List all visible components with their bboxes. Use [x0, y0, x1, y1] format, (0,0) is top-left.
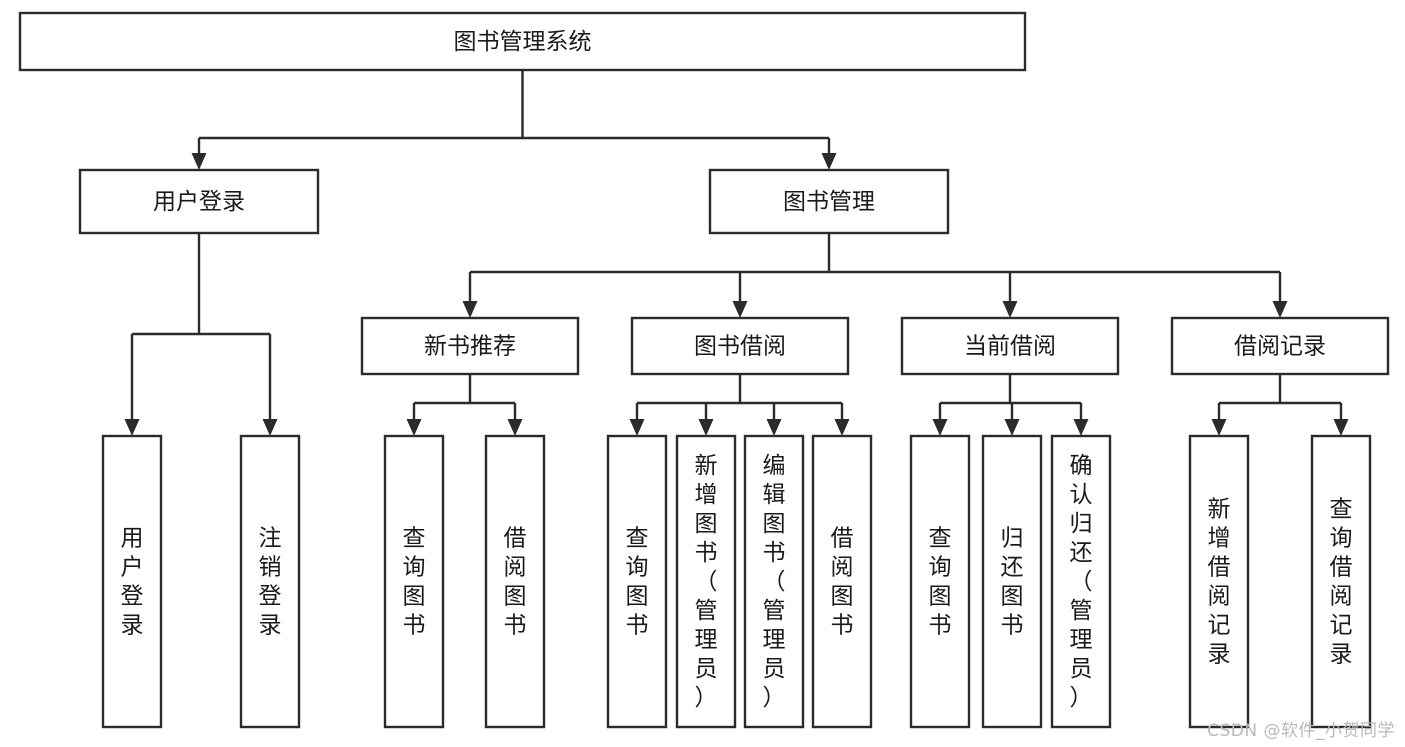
- node-label: 新书推荐: [424, 334, 516, 360]
- node-box[interactable]: [909, 434, 971, 729]
- node-label: 查询借阅记录: [1330, 497, 1353, 668]
- node-box[interactable]: [708, 168, 950, 235]
- borrow-leaves-arrow-0: [629, 419, 645, 436]
- node-label: 用户登录: [153, 189, 245, 215]
- current-leaves-arrow-1: [1004, 419, 1020, 436]
- bookmgmt-to-level2-arrow-2: [1002, 301, 1018, 318]
- node-label: 确认归还（管理员）: [1070, 453, 1093, 711]
- node-label: 查询图书: [626, 526, 649, 639]
- userlogin-leaves-arrow-0: [124, 419, 140, 436]
- node-box[interactable]: [383, 434, 445, 729]
- record-leaves-arrow-1: [1333, 419, 1349, 436]
- node-leaf-新增图书管理员[interactable]: 新增图书（管理员）: [675, 434, 737, 729]
- node-label: 新增借阅记录: [1208, 497, 1231, 668]
- node-layer: 图书管理系统用户登录图书管理新书推荐图书借阅当前借阅借阅记录用户登录注销登录查询…: [18, 11, 1390, 729]
- current-leaves-arrow-0: [932, 419, 948, 436]
- node-label: 借阅图书: [504, 526, 527, 639]
- node-box[interactable]: [239, 434, 301, 729]
- node-box[interactable]: [1170, 316, 1390, 376]
- node-leaf-确认归还管理员[interactable]: 确认归还（管理员）: [1050, 434, 1112, 729]
- node-label: 编辑图书（管理员）: [763, 453, 786, 711]
- node-label: 注销登录: [259, 526, 282, 639]
- node-leaf-查询图书[interactable]: 查询图书: [606, 434, 668, 729]
- node-label: 借阅图书: [831, 526, 854, 639]
- node-label: 查询图书: [403, 526, 426, 639]
- node-box[interactable]: [1188, 434, 1250, 729]
- node-box[interactable]: [1050, 434, 1112, 729]
- node-box[interactable]: [18, 11, 1027, 72]
- node-box[interactable]: [981, 434, 1043, 729]
- current-leaves-arrow-2: [1073, 419, 1089, 436]
- node-leaf-注销登录[interactable]: 注销登录: [239, 434, 301, 729]
- node-leaf-查询图书[interactable]: 查询图书: [909, 434, 971, 729]
- record-leaves-arrow-0: [1211, 419, 1227, 436]
- bookmgmt-to-level2-arrow-0: [462, 301, 478, 318]
- bookmgmt-to-level2-arrow-1: [732, 301, 748, 318]
- connector-layer: [124, 70, 1349, 436]
- node-level1-图书管理[interactable]: 图书管理: [708, 168, 950, 235]
- node-box[interactable]: [743, 434, 805, 729]
- userlogin-leaves-arrow-1: [262, 419, 278, 436]
- node-box[interactable]: [101, 434, 163, 729]
- newbook-leaves-arrow-1: [507, 419, 523, 436]
- node-box[interactable]: [484, 434, 546, 729]
- node-label: 查询图书: [929, 526, 952, 639]
- node-label: 借阅记录: [1234, 334, 1326, 360]
- node-box[interactable]: [630, 316, 850, 376]
- node-label: 图书借阅: [694, 334, 786, 360]
- root-to-level1-arrow-1: [821, 153, 837, 170]
- borrow-leaves-arrow-2: [766, 419, 782, 436]
- node-box[interactable]: [811, 434, 873, 729]
- node-box[interactable]: [675, 434, 737, 729]
- node-leaf-编辑图书管理员[interactable]: 编辑图书（管理员）: [743, 434, 805, 729]
- node-level2-图书借阅[interactable]: 图书借阅: [630, 316, 850, 376]
- node-level1-用户登录[interactable]: 用户登录: [78, 168, 320, 235]
- node-leaf-借阅图书[interactable]: 借阅图书: [484, 434, 546, 729]
- newbook-leaves-arrow-0: [406, 419, 422, 436]
- node-leaf-归还图书[interactable]: 归还图书: [981, 434, 1043, 729]
- node-leaf-新增借阅记录[interactable]: 新增借阅记录: [1188, 434, 1250, 729]
- node-leaf-查询借阅记录[interactable]: 查询借阅记录: [1310, 434, 1372, 729]
- node-box[interactable]: [78, 168, 320, 235]
- node-leaf-借阅图书[interactable]: 借阅图书: [811, 434, 873, 729]
- node-label: 当前借阅: [964, 334, 1056, 360]
- node-root-图书管理系统[interactable]: 图书管理系统: [18, 11, 1027, 72]
- node-level2-借阅记录[interactable]: 借阅记录: [1170, 316, 1390, 376]
- node-box[interactable]: [1310, 434, 1372, 729]
- node-box[interactable]: [606, 434, 668, 729]
- node-leaf-查询图书[interactable]: 查询图书: [383, 434, 445, 729]
- borrow-leaves-arrow-3: [834, 419, 850, 436]
- root-to-level1-arrow-0: [191, 153, 207, 170]
- node-label: 图书管理: [783, 189, 875, 215]
- node-level2-当前借阅[interactable]: 当前借阅: [900, 316, 1120, 376]
- node-label: 用户登录: [121, 526, 144, 639]
- node-box[interactable]: [900, 316, 1120, 376]
- borrow-leaves-arrow-1: [698, 419, 714, 436]
- node-level2-新书推荐[interactable]: 新书推荐: [360, 316, 580, 376]
- node-leaf-用户登录[interactable]: 用户登录: [101, 434, 163, 729]
- node-box[interactable]: [360, 316, 580, 376]
- node-label: 新增图书（管理员）: [695, 453, 718, 711]
- bookmgmt-to-level2-arrow-3: [1272, 301, 1288, 318]
- node-label: 归还图书: [1001, 526, 1024, 639]
- node-label: 图书管理系统: [454, 29, 592, 55]
